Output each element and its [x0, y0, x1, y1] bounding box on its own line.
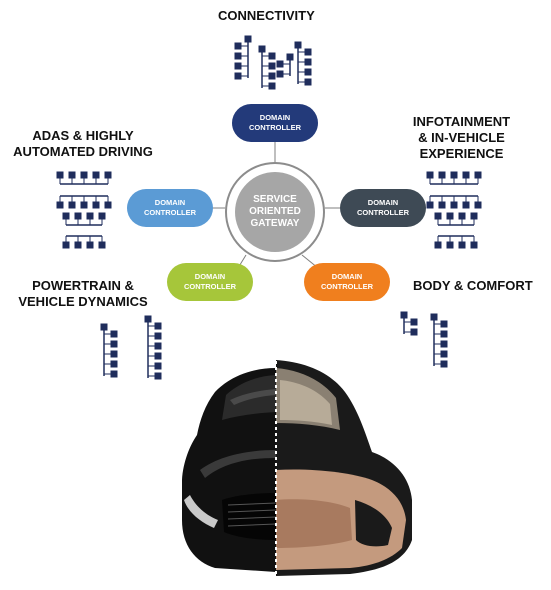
- network-bus-icon: [62, 235, 106, 249]
- title-connectivity: CONNECTIVITY: [218, 8, 315, 23]
- title-adas: ADAS & HIGHLY AUTOMATED DRIVING: [13, 128, 153, 159]
- network-tree-icon: [276, 53, 294, 78]
- controller-label: DOMAIN CONTROLLER: [320, 272, 374, 291]
- controller-body: DOMAIN CONTROLLER: [304, 263, 390, 301]
- network-bus-icon: [426, 195, 482, 209]
- gateway-label: SERVICE ORIENTED GATEWAY: [249, 194, 301, 229]
- gateway-core: SERVICE ORIENTED GATEWAY: [235, 172, 315, 252]
- controller-infotainment: DOMAIN CONTROLLER: [340, 189, 426, 227]
- controller-label: DOMAIN CONTROLLER: [356, 198, 410, 217]
- controller-label: DOMAIN CONTROLLER: [143, 198, 197, 217]
- title-powertrain: POWERTRAIN & VEHICLE DYNAMICS: [18, 278, 148, 309]
- network-bus-icon: [426, 171, 482, 185]
- network-tree-icon: [234, 35, 252, 80]
- network-bus-icon: [434, 235, 478, 249]
- controller-label: DOMAIN CONTROLLER: [183, 272, 237, 291]
- network-tree-icon: [144, 315, 162, 380]
- controller-connectivity: DOMAIN CONTROLLER: [232, 104, 318, 142]
- title-infotainment: INFOTAINMENT & IN-VEHICLE EXPERIENCE: [412, 114, 511, 161]
- network-tree-icon: [400, 311, 418, 336]
- car-icon: [182, 355, 412, 578]
- network-bus-icon: [56, 195, 112, 209]
- controller-adas: DOMAIN CONTROLLER: [127, 189, 213, 227]
- controller-label: DOMAIN CONTROLLER: [248, 113, 302, 132]
- network-trees: [56, 35, 482, 380]
- network-bus-icon: [56, 171, 112, 185]
- network-tree-icon: [430, 313, 448, 368]
- network-tree-icon: [100, 323, 118, 378]
- title-body: BODY & COMFORT: [413, 278, 533, 293]
- network-tree-icon: [258, 45, 276, 90]
- network-bus-icon: [62, 212, 106, 226]
- service-oriented-gateway: SERVICE ORIENTED GATEWAY: [225, 162, 325, 262]
- network-tree-icon: [294, 41, 312, 86]
- network-bus-icon: [434, 212, 478, 226]
- controller-powertrain: DOMAIN CONTROLLER: [167, 263, 253, 301]
